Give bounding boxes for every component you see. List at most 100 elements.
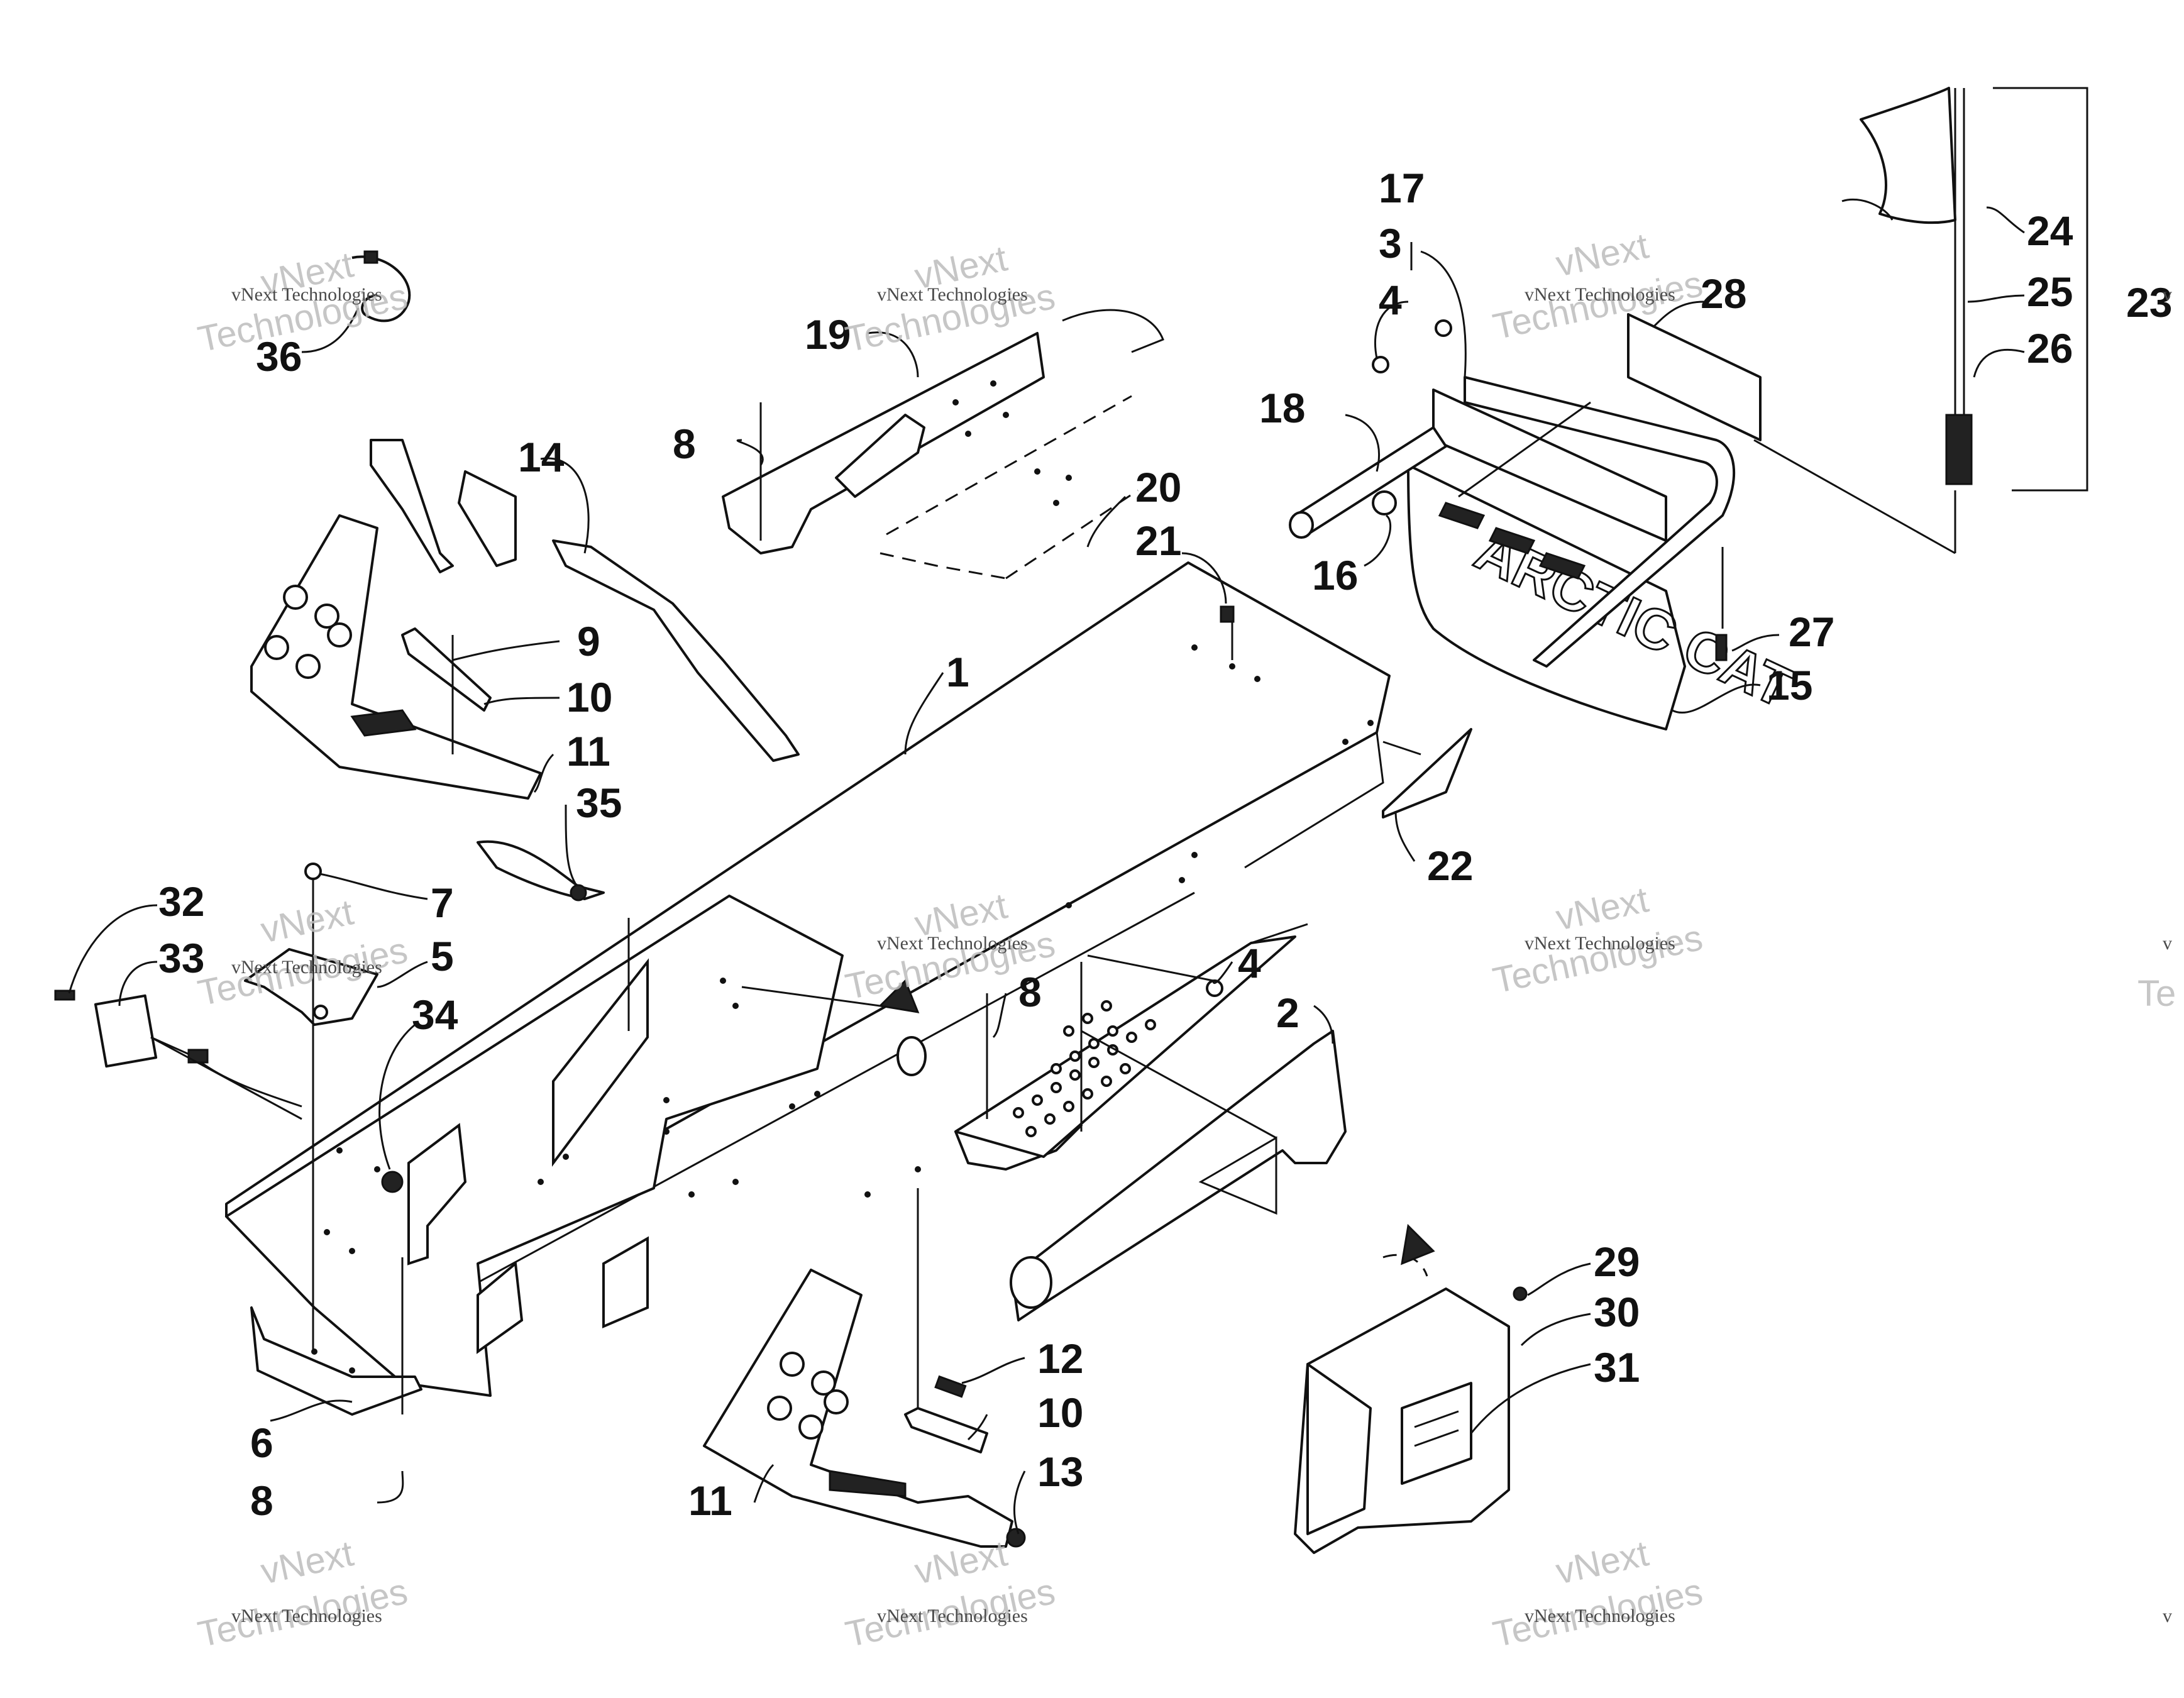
watermark-middle-right: vNext Technologies vNext Technologies [1489, 879, 1706, 1001]
callout-33: 33 [158, 935, 204, 981]
callout-19: 19 [805, 311, 851, 358]
part-29-screw [1513, 1286, 1528, 1301]
callout-9: 9 [577, 618, 600, 664]
part-24-flag [1841, 87, 1956, 224]
part-13-nut [1006, 1528, 1026, 1548]
svg-text:vNext Technologies: vNext Technologies [1525, 1606, 1675, 1626]
part-22-flap-plate [1382, 728, 1472, 819]
part-35-cable [477, 840, 630, 1031]
leader-lines [68, 206, 2025, 1535]
svg-text:vNext Technologies: vNext Technologies [877, 1606, 1028, 1626]
callout-32: 32 [158, 878, 204, 925]
callout-4-lower: 4 [1238, 940, 1261, 986]
part-7-bolt [304, 863, 322, 893]
part-28-decal-plate [1627, 313, 1762, 441]
part-36-clamp [351, 250, 411, 323]
part-18-bumper-bar [1289, 376, 1736, 668]
callout-4-upper: 4 [1379, 277, 1402, 323]
callout-18: 18 [1259, 385, 1305, 431]
callout-13: 13 [1037, 1448, 1083, 1495]
callout-7: 7 [431, 879, 454, 926]
assembly-guide-lines [150, 401, 1956, 1414]
callout-31: 31 [1594, 1344, 1640, 1391]
part-25-flag-pole [1954, 88, 1965, 415]
callout-1: 1 [946, 649, 969, 695]
callout-23: 23 [2126, 279, 2172, 326]
part-16-washer [1372, 490, 1397, 515]
svg-text:v: v [2163, 933, 2172, 954]
callout-14: 14 [518, 434, 565, 480]
part-14-grab-bracket [370, 439, 517, 573]
callout-26: 26 [2027, 325, 2073, 372]
callout-30: 30 [1594, 1289, 1640, 1335]
part-34-grommet [381, 1171, 404, 1193]
svg-text:vNext Technologies: vNext Technologies [1525, 933, 1675, 954]
callout-6: 6 [250, 1420, 273, 1466]
part-6-lower-plate [250, 1306, 422, 1416]
callout-16: 16 [1312, 552, 1358, 598]
svg-text:v: v [2163, 284, 2172, 305]
part-11-footrest-plate-lower [703, 1269, 1013, 1548]
svg-text:v: v [2163, 1606, 2172, 1626]
part-26-pole-base [1945, 414, 1973, 485]
part-5-mount-bracket [244, 948, 378, 1026]
part-23-bracket-leader [1993, 87, 2088, 492]
callout-21: 21 [1135, 517, 1181, 564]
callout-5: 5 [431, 933, 454, 979]
watermark-bottom-center: vNext Technologies vNext Technologies [842, 1533, 1059, 1655]
part-19-heat-exchanger [722, 309, 1164, 554]
part-4-rivet-upper [1372, 319, 1452, 373]
callout-labels: 1 2 3 4 4 5 6 7 8 8 8 9 10 10 11 11 12 1… [158, 165, 2172, 1524]
part-32-screw [54, 990, 75, 1001]
perforations [1013, 1000, 1156, 1137]
callout-10-lower: 10 [1037, 1389, 1083, 1436]
callout-27: 27 [1789, 609, 1834, 655]
callout-12: 12 [1037, 1335, 1083, 1382]
callout-29: 29 [1594, 1238, 1640, 1285]
svg-text:vNext Technologies: vNext Technologies [231, 957, 382, 978]
callout-8-lower: 8 [250, 1477, 273, 1524]
callout-36: 36 [256, 333, 302, 380]
callout-11-lower: 11 [688, 1477, 732, 1524]
svg-text:vNext Technologies: vNext Technologies [1525, 284, 1675, 305]
callout-24: 24 [2027, 207, 2073, 254]
svg-text:vNext Technologies: vNext Technologies [231, 284, 382, 305]
watermark-top-right: vNext Technologies vNext Technologies [1489, 225, 1706, 347]
callout-20: 20 [1135, 464, 1181, 510]
part-33-electrical-module [94, 994, 302, 1108]
callout-22: 22 [1427, 842, 1473, 889]
watermark-bottom-left: vNext Technologies vNext Technologies [194, 1533, 411, 1655]
watermark-edge-fragments: v v Te v [2137, 284, 2176, 1626]
callout-10-upper: 10 [566, 674, 612, 720]
part-31-warning-label [1401, 1382, 1472, 1485]
callout-25: 25 [2027, 268, 2073, 315]
svg-text:vNext Technologies: vNext Technologies [231, 1606, 382, 1626]
part-1-chassis-tunnel [225, 561, 1391, 1397]
watermark-bottom-right: vNext Technologies vNext Technologies [1489, 1533, 1706, 1655]
watermark-middle-center: vNext Technologies vNext Technologies [842, 885, 1059, 1007]
callout-3: 3 [1379, 220, 1402, 267]
callout-11-upper: 11 [566, 728, 610, 775]
callout-15: 15 [1767, 662, 1812, 708]
part-30-cover-housing [1294, 1223, 1510, 1554]
part-10-bracket-lower [904, 1407, 988, 1453]
part-2-side-rail [1010, 1030, 1347, 1321]
callout-8-middle: 8 [1018, 969, 1042, 1015]
part-10-bracket-upper [401, 627, 492, 712]
callout-8-upper: 8 [673, 421, 696, 467]
part-27-bolt [1715, 634, 1728, 661]
svg-text:vNext Technologies: vNext Technologies [877, 933, 1028, 954]
callout-35: 35 [576, 780, 622, 826]
callout-34: 34 [412, 991, 458, 1038]
svg-text:vNext Technologies: vNext Technologies [877, 284, 1028, 305]
callout-2: 2 [1276, 990, 1299, 1036]
part-14-grab-bar [552, 539, 800, 762]
callout-17: 17 [1379, 165, 1425, 211]
svg-text:Te: Te [2137, 973, 2176, 1014]
part-4-rivet-lower [1206, 979, 1223, 997]
part-21-nut [1220, 605, 1235, 623]
part-11-footrest-plate-upper [250, 514, 542, 800]
part-12-bolt [934, 1375, 967, 1398]
part-20-heat-shield-dashed [880, 395, 1139, 580]
